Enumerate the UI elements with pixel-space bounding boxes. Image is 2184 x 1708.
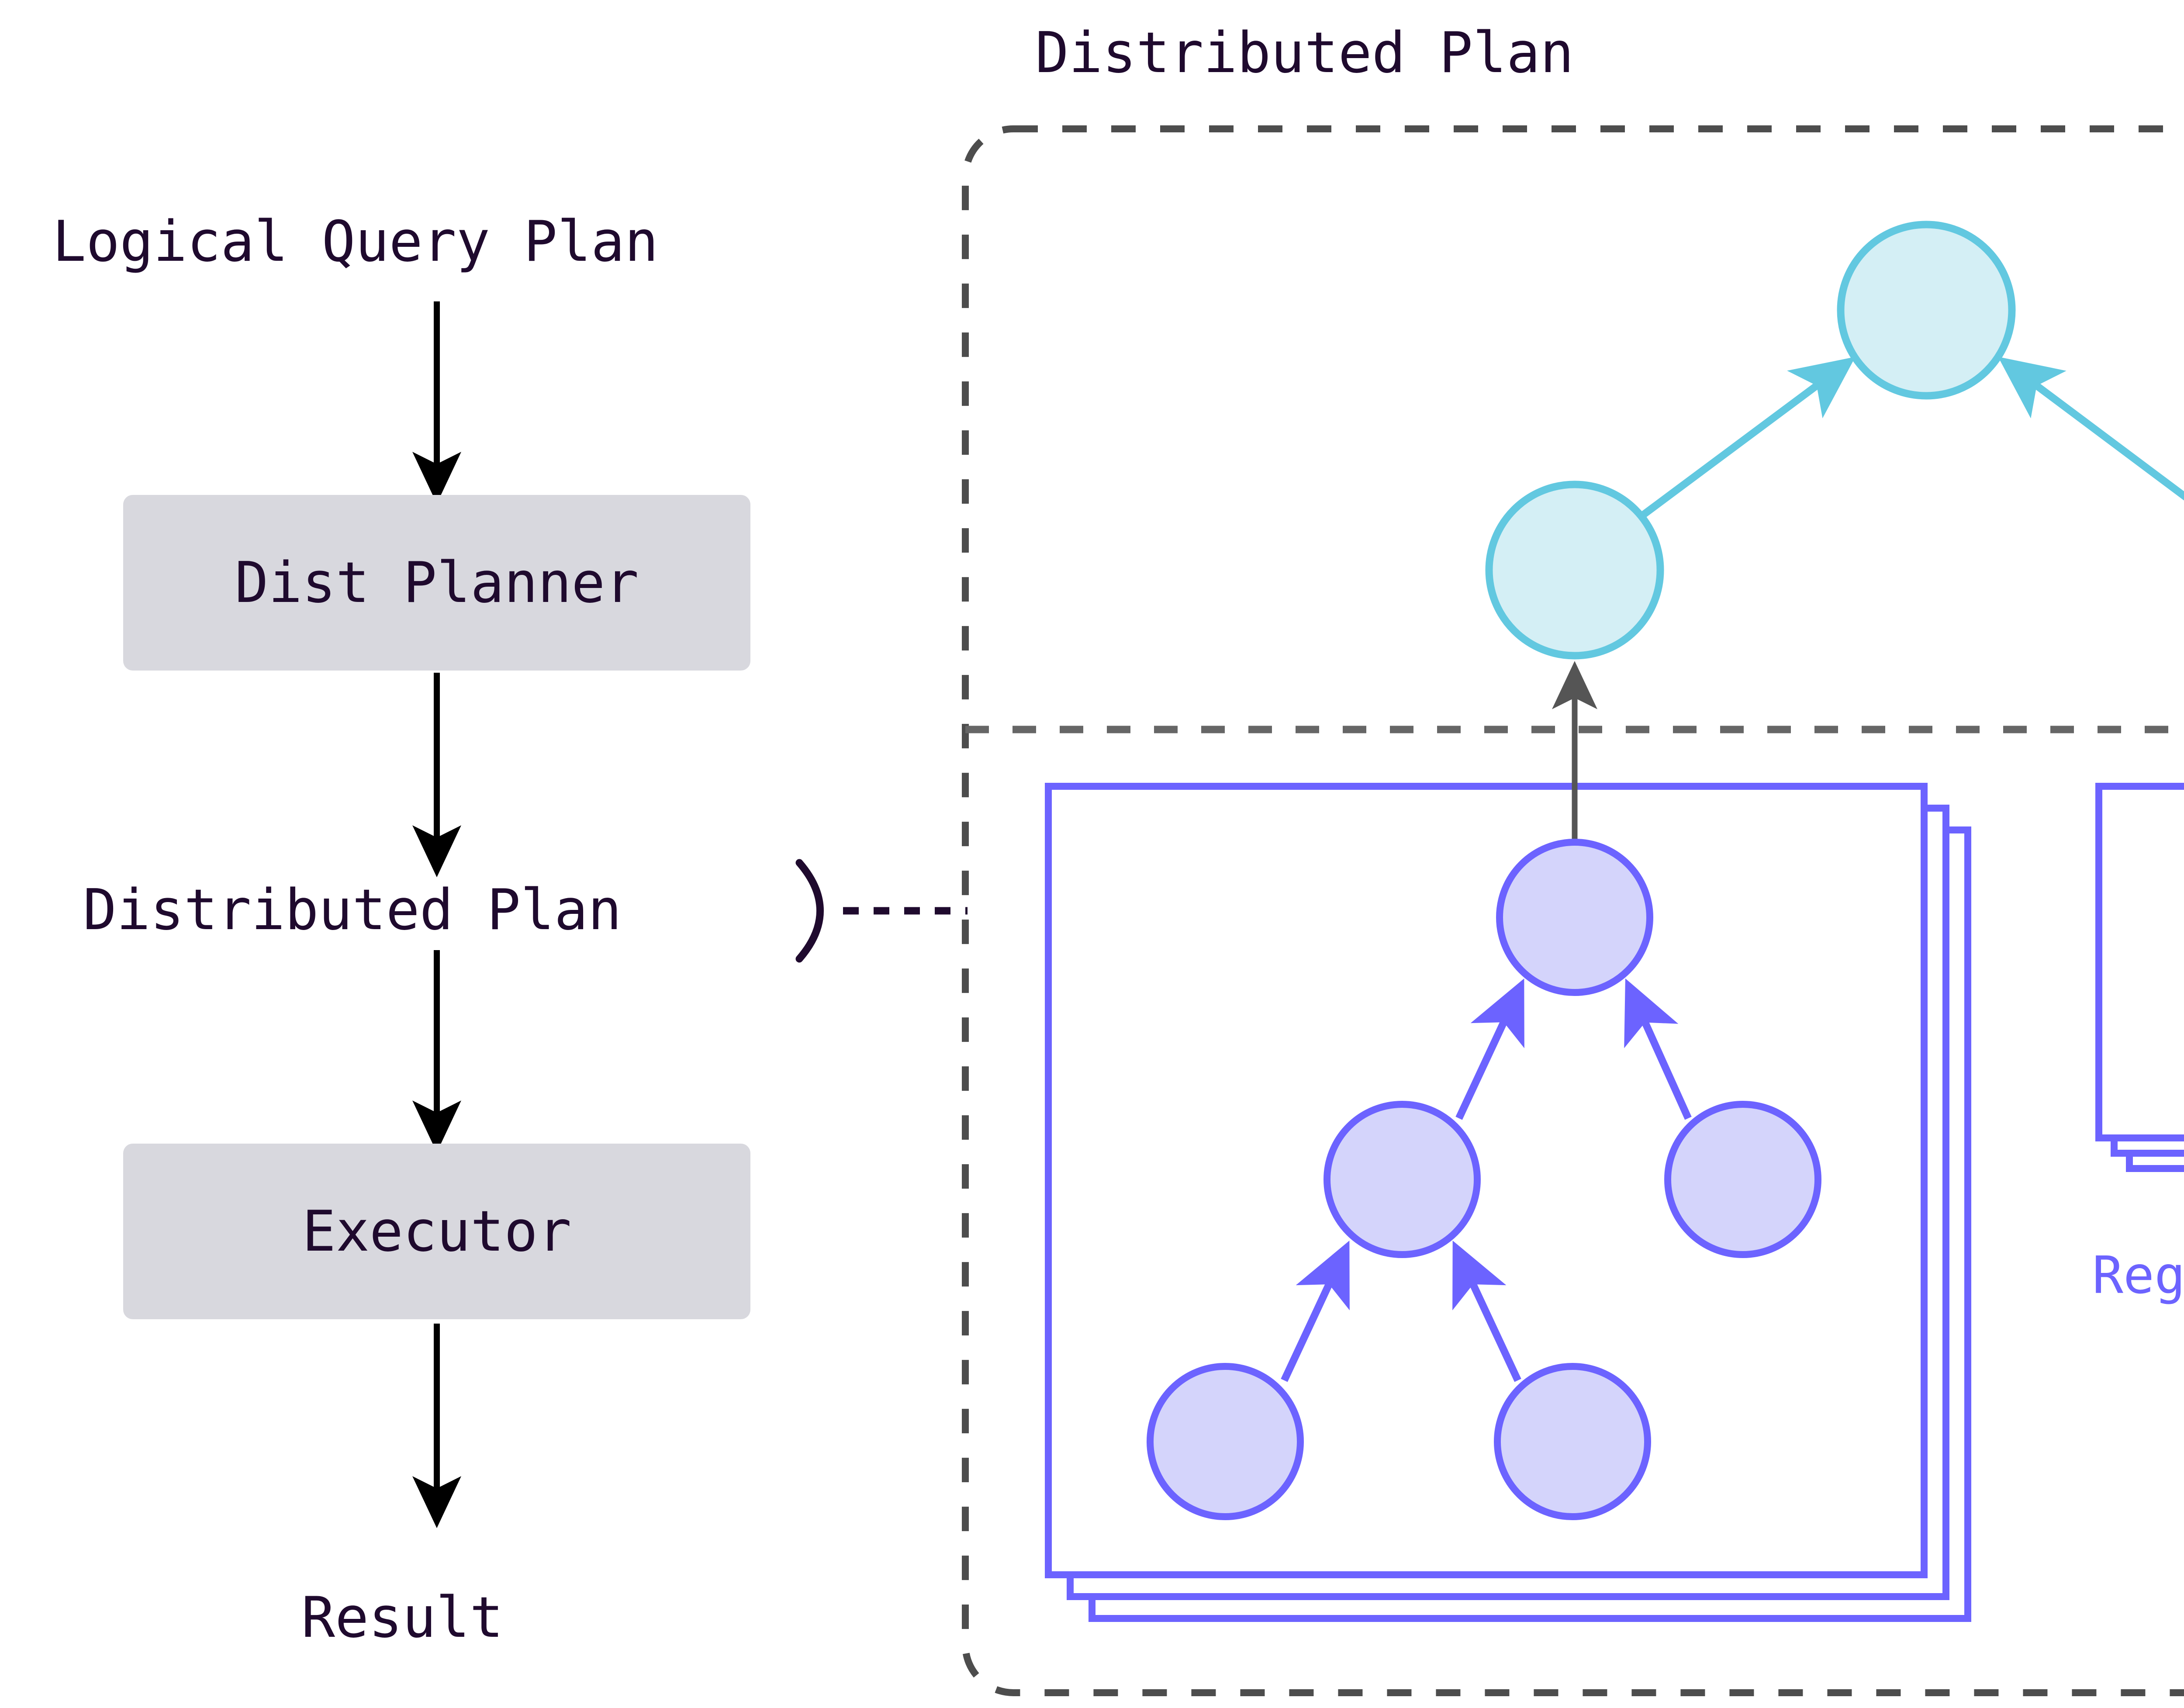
dist-planner-label: Dist Planner xyxy=(235,550,639,615)
executor-label: Executor xyxy=(302,1199,572,1264)
datanode-node-root[interactable] xyxy=(1496,839,1653,996)
result-label: Result xyxy=(301,1585,504,1650)
region-stack-small[interactable] xyxy=(2095,783,2184,1172)
edge-dnmidleft-to-dnroot xyxy=(1455,978,1524,1120)
datanode-node-mid-left[interactable] xyxy=(1324,1101,1481,1258)
distributed-plan-container-title: Distributed Plan xyxy=(1035,21,1574,86)
distributed-plan-pipeline-label: Distributed Plan xyxy=(83,878,622,943)
edge-dnmidright-to-dnroot xyxy=(1624,978,1692,1120)
edge-dnleafleft-to-dnmidleft xyxy=(1281,1240,1350,1382)
datanode-tree-edges xyxy=(1281,978,1692,1382)
edge-feright-to-feroot xyxy=(1998,356,2184,501)
region-box-small-front xyxy=(2095,783,2184,1141)
datanode-tree-nodes[interactable] xyxy=(1147,839,2184,1520)
frontend-node-root[interactable] xyxy=(1837,221,2016,400)
edge-feleft-to-feroot xyxy=(1640,356,1856,519)
datanode-node-leaf-left[interactable] xyxy=(1147,1363,1304,1520)
datanode-node-mid-right[interactable] xyxy=(1664,1101,1821,1258)
dist-planner-box[interactable] xyxy=(123,495,750,671)
edge-dnleafright-to-dnmidleft xyxy=(1452,1240,1521,1382)
regions-label: Regions xyxy=(2092,1245,2184,1305)
logical-query-plan-label: Logical Query Plan xyxy=(52,209,659,274)
frontend-node-left[interactable] xyxy=(1485,481,1664,660)
frontend-tree-nodes[interactable] xyxy=(1485,221,2184,660)
executor-box[interactable] xyxy=(123,1144,750,1319)
brace-right-paren xyxy=(795,859,824,963)
datanode-node-leaf-right[interactable] xyxy=(1494,1363,1651,1520)
frontend-tree-edges xyxy=(1640,356,2184,519)
